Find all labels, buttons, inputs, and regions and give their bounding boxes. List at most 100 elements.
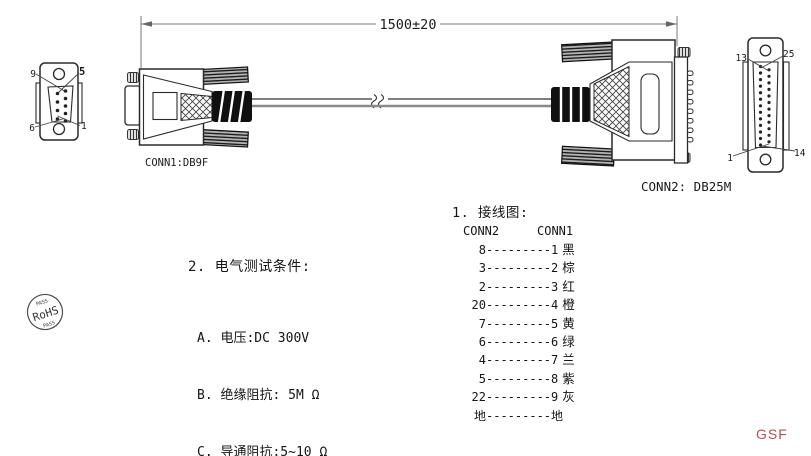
stamp-pass-bottom: PASS <box>43 320 56 329</box>
test-items: A. 电压:DC 300V B. 绝缘阻抗: 5M Ω C. 导通阻抗:5~10… <box>188 291 327 456</box>
conn1-caption: CONN1:DB9F <box>145 157 208 169</box>
pin-label-1: 1 <box>81 121 87 132</box>
header-conn1: CONN1 <box>537 224 574 238</box>
grip-rib-band <box>560 145 616 167</box>
arrowhead-right <box>666 21 677 27</box>
thumbscrew <box>127 129 139 140</box>
stamp-rohs-text: RoHS <box>31 304 60 325</box>
pin-dots <box>55 89 68 123</box>
leader-lines <box>732 55 796 157</box>
conn2-pin: 2 <box>478 279 486 294</box>
dsub-flange <box>673 56 689 164</box>
wire-color: 棕 <box>562 260 575 276</box>
conn2-pin: 3 <box>478 261 486 276</box>
pin-field <box>47 85 74 123</box>
dimension-label: 1500±20 <box>380 17 437 33</box>
grip-rib-band <box>198 66 249 86</box>
strain-relief-boot <box>212 88 252 124</box>
wire-color: 黑 <box>562 242 575 257</box>
conn1-pin: 5 <box>551 316 559 331</box>
wire-line: --------- <box>486 261 552 276</box>
conn2-pin: 20 <box>471 298 486 313</box>
conn1-pin: 6 <box>551 334 559 349</box>
wire-color: 橙 <box>562 297 575 313</box>
conn2-pin: 7 <box>478 316 486 331</box>
pin-label-1: 1 <box>727 153 733 164</box>
pin-label-25: 25 <box>783 49 794 60</box>
leader-lines <box>34 72 81 128</box>
grip-rib-band <box>561 41 616 63</box>
pin-dots <box>758 64 771 147</box>
conn1-pin: 4 <box>551 298 559 313</box>
conn1-pin: 3 <box>551 279 559 294</box>
db9-face-view: 9 5 6 1 <box>29 62 87 141</box>
pin-label-13: 13 <box>736 53 747 64</box>
stamp-pass-top: PASS <box>35 298 48 307</box>
wire-line: --------- <box>486 316 552 331</box>
wire-line: --------- <box>486 243 552 257</box>
pin-label-9: 9 <box>30 69 36 80</box>
db25-face-view: 13 25 1 14 <box>727 37 806 173</box>
conn2-pin: 4 <box>478 353 486 368</box>
header-conn2: CONN2 <box>463 224 500 238</box>
label-window <box>640 73 660 135</box>
conn2-pin: 6 <box>478 334 486 349</box>
conn1-pin: 8 <box>551 371 559 386</box>
mount-tab <box>782 61 790 151</box>
stamp-circle <box>26 293 64 331</box>
strain-relief-boot <box>551 85 590 124</box>
dimension-1500: 1500±20 <box>140 16 678 68</box>
wiring-title: 1. 接线图: <box>452 205 529 221</box>
test-item-continuity: C. 导通阻抗:5~10 Ω <box>197 445 328 456</box>
dsub-shell-front <box>124 85 142 126</box>
pin-label-14: 14 <box>794 148 806 159</box>
conn1-pin: 2 <box>551 261 559 276</box>
wiring-row: 地---------地 <box>452 407 575 425</box>
cable <box>252 94 551 109</box>
rohs-stamp: PASS RoHS PASS <box>26 293 64 331</box>
overmold-taper <box>142 74 213 140</box>
screw-hole <box>759 44 772 57</box>
wire-line: --------- <box>486 298 552 313</box>
conn2-caption: CONN2: DB25M <box>641 179 731 194</box>
pin-field <box>752 61 779 149</box>
test-item-insulation: B. 绝缘阻抗: 5M Ω <box>197 388 320 403</box>
db9f-side-connector: CONN1:DB9F <box>124 66 252 169</box>
wire-color: 绿 <box>562 333 575 349</box>
gsf-watermark: GSF <box>756 426 788 442</box>
screw-hole <box>52 67 66 81</box>
conn2-pin: 8 <box>478 243 486 257</box>
conn2-pin: 5 <box>478 371 486 386</box>
wire-line: --------- <box>486 334 552 349</box>
wire-line: --------- <box>486 408 552 423</box>
wire-line: --------- <box>486 353 552 368</box>
test-conditions-section: 2. 电气测试条件: A. 电压:DC 300V B. 绝缘阻抗: 5M Ω C… <box>188 259 327 456</box>
thumbscrew <box>127 72 139 83</box>
wire-color: 紫 <box>562 370 575 386</box>
wire-color: 兰 <box>562 352 575 368</box>
screw-hole <box>759 153 772 166</box>
screw-hole <box>52 122 66 136</box>
pin-label-5: 5 <box>79 66 85 78</box>
test-item-voltage: A. 电压:DC 300V <box>197 331 310 346</box>
wiring-headers: CONN2 CONN1 <box>452 224 575 238</box>
grip-crosshatch <box>180 92 213 122</box>
thumbscrew <box>677 47 691 58</box>
wire-color: 红 <box>562 278 575 294</box>
wire-line: --------- <box>486 390 552 405</box>
wire-line: --------- <box>486 279 552 294</box>
arrowhead-left <box>141 21 152 27</box>
test-title: 2. 电气测试条件: <box>188 259 311 275</box>
male-pins <box>687 70 694 143</box>
wire-line: --------- <box>486 371 552 386</box>
